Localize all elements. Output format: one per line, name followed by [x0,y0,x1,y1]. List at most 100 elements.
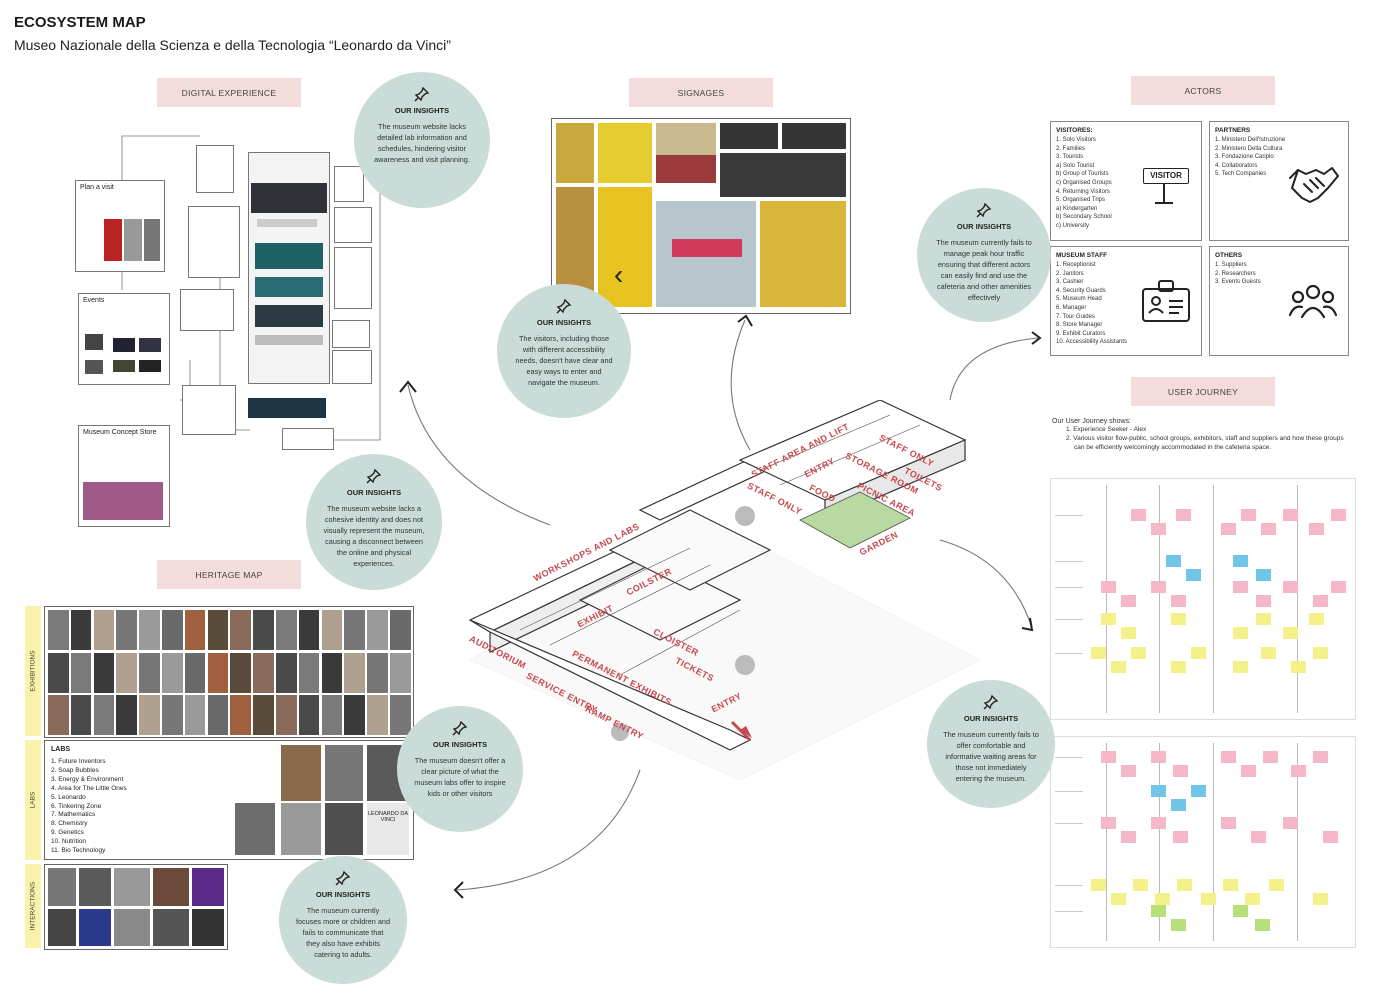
exhibitions-grid [44,606,414,738]
exhibit-photo [390,695,411,735]
sticky-note [1241,765,1256,777]
exhibit-photo [207,610,229,650]
insight-title: OUR INSIGHTS [536,318,592,327]
visitors-item: c) Organised Groups [1056,179,1112,186]
staff-item: 6. Manager [1056,304,1087,311]
pin-icon [414,86,430,102]
others-title: OTHERS [1215,252,1243,259]
exhibit-photo [139,610,160,650]
sticky-note [1331,509,1346,521]
sticky-note [1186,569,1201,581]
insight-bubble-navigation: OUR INSIGHTS The visitors, including tho… [497,284,631,418]
insight-text: The museum currently fails to offer comf… [943,730,1039,783]
section-label-actors: ACTORS [1131,76,1275,105]
sticky-note [1331,581,1346,593]
sticky-note [1171,919,1186,931]
group-people-icon [1288,284,1338,319]
journey-stage-divider [1159,743,1160,941]
exhibit-photo [321,652,343,693]
journey-stage-divider [1213,743,1214,941]
concept-store-page[interactable]: Museum Concept Store [78,425,170,527]
sticky-note [1121,627,1136,639]
sticky-note [1133,879,1148,891]
sticky-note [1221,817,1236,829]
exhibit-photo [367,695,388,735]
sitemap-node[interactable] [332,320,370,348]
handshake-icon [1289,167,1339,203]
sticky-note [1261,523,1276,535]
sitemap-node[interactable] [332,350,372,384]
partners-item: 1. Ministero Dell'Istruzione [1215,137,1286,143]
visitors-title: VISITORES: [1056,127,1093,134]
sitemap-node[interactable] [282,428,334,450]
others-item: 1. Suppliers [1215,262,1247,268]
sticky-note [1283,627,1298,639]
journey-intro-block: Our User Journey shows: 1. Experience Se… [1052,418,1352,452]
others-item: 3. Events Guests [1215,279,1261,286]
plan-visit-title: Plan a visit [80,184,114,191]
sticky-note [1233,627,1248,639]
labs-list: 1. Future Inventors 2. Soap Bubbles 3. E… [51,758,127,856]
exhibit-photo [93,652,115,693]
journey-row-line [1055,885,1083,886]
actors-visitors-card: VISITORES: 1. Solo Visitors 2. Families … [1050,121,1202,241]
exhibit-photo [321,610,343,650]
exhibit-photo [116,610,137,650]
sticky-note [1191,785,1206,797]
exhibit-photo [344,652,365,693]
sticky-note [1176,509,1191,521]
labs-panel: LABS 1. Future Inventors 2. Soap Bubbles… [44,740,414,860]
journey-stage-divider [1297,485,1298,713]
sticky-note [1283,817,1298,829]
visitor-sign-icon: VISITOR [1143,168,1189,184]
journey-item: 2. Various visitor flow-public, school g… [1066,435,1344,451]
sticky-note [1283,581,1298,593]
sticky-note [1256,595,1271,607]
sticky-note [1091,879,1106,891]
sitemap-node[interactable] [196,145,234,193]
exhibit-photo [48,610,69,650]
pin-icon [556,298,572,314]
exhibit-photo [93,695,115,735]
journey-stage-divider [1213,485,1214,713]
sticky-note [1091,647,1106,659]
sticky-note [1309,523,1324,535]
concept-store-title: Museum Concept Store [83,429,157,436]
sitemap-node[interactable] [334,207,372,243]
exhibit-photo [162,652,183,693]
exhibit-photo [298,610,320,650]
actors-partners-card: PARTNERS 1. Ministero Dell'Istruzione 2.… [1209,121,1349,241]
exhibit-photo [230,652,251,693]
sticky-note [1251,831,1266,843]
visitors-item: 3. Tourists [1056,154,1084,161]
partners-item: 2. Ministero Della Cultura [1215,145,1283,152]
sticky-note [1245,893,1260,905]
sitemap-node[interactable] [334,247,372,309]
plan-visit-page[interactable]: Plan a visit [75,180,165,272]
sticky-note [1166,555,1181,567]
homepage-screenshot[interactable] [248,152,330,384]
sitemap-node[interactable] [180,289,234,331]
sticky-note [1101,581,1116,593]
exhibit-photo [48,695,69,735]
exhibit-photo [93,610,115,650]
others-item: 2. Researchers [1215,270,1256,277]
lab-item: 4. Area for The Little Ones [51,784,127,792]
back-arrow-sign-icon: ‹ [614,259,624,290]
sticky-note [1255,919,1270,931]
sitemap-node[interactable] [334,166,364,202]
exhibit-photo [390,652,411,693]
events-page[interactable]: Events [78,293,170,385]
actors-others-card: OTHERS 1. Suppliers 2. Researchers 3. Ev… [1209,246,1349,356]
sitemap-node[interactable] [182,385,236,435]
journey-stage-divider [1297,743,1298,941]
staff-title: MUSEUM STAFF [1056,252,1108,259]
visitors-item: b) Group of Tourists [1056,171,1109,178]
sticky-note [1191,647,1206,659]
insight-bubble-website-info: OUR INSIGHTS The museum website lacks de… [354,72,490,208]
sitemap-node[interactable] [188,206,240,278]
leonardo-sign: LEONARDO DA VINCI [367,803,409,855]
visitors-item: 4. Returning Visitors [1056,188,1110,195]
lab-item: 7. Mathematics [51,811,96,819]
lab-item: 1. Future Inventors [51,758,106,765]
